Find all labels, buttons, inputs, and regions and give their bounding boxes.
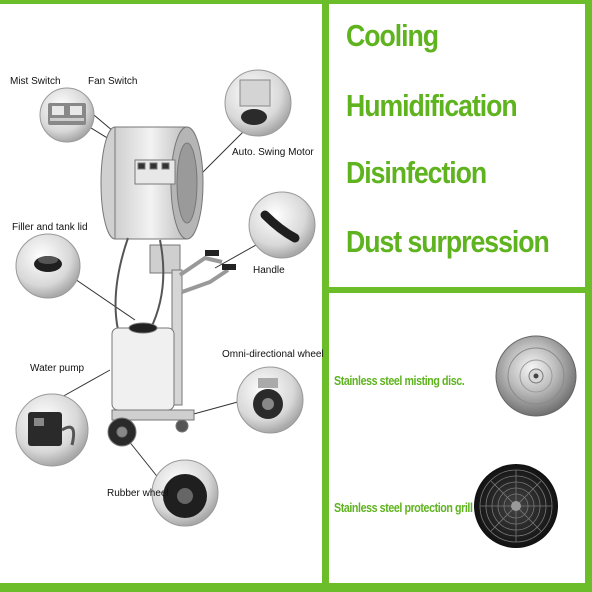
misting-disc-image	[495, 335, 577, 417]
rubber-wheel-zoom	[151, 459, 219, 527]
swing-motor-zoom	[224, 69, 292, 137]
machine-body	[100, 126, 236, 447]
label-fan-switch: Fan Switch	[88, 76, 138, 87]
water-pump-zoom	[15, 393, 89, 467]
label-misting-disc: Stainless steel misting disc.	[334, 373, 465, 388]
machine-illustration	[15, 69, 316, 527]
label-swing-motor: Auto. Swing Motor	[232, 147, 314, 158]
feature-humidification: Humidification	[346, 88, 518, 123]
filler-lid-zoom	[15, 233, 81, 299]
outer-border-bottom	[0, 583, 592, 592]
label-rubber-wheel: Rubber wheel	[107, 488, 169, 499]
label-handle: Handle	[253, 265, 285, 276]
label-water-pump: Water pump	[30, 363, 85, 374]
label-filler-lid: Filler and tank lid	[12, 222, 88, 233]
label-mist-switch: Mist Switch	[10, 76, 61, 87]
outer-border-top	[0, 0, 592, 4]
outer-border-right	[585, 0, 592, 592]
horizontal-divider	[322, 287, 592, 293]
label-protection-grill: Stainless steel protection grill	[334, 500, 473, 515]
feature-dust-suppression: Dust surpression	[346, 224, 550, 259]
protection-grill-image	[474, 464, 558, 548]
feature-disinfection: Disinfection	[346, 155, 487, 190]
vertical-divider	[322, 0, 329, 592]
feature-cooling: Cooling	[346, 18, 439, 53]
omni-wheel-zoom	[236, 366, 304, 434]
handle-zoom	[248, 191, 316, 259]
label-omni-wheel: Omni-directional wheel	[222, 349, 324, 360]
switch-panel-zoom	[39, 87, 95, 143]
